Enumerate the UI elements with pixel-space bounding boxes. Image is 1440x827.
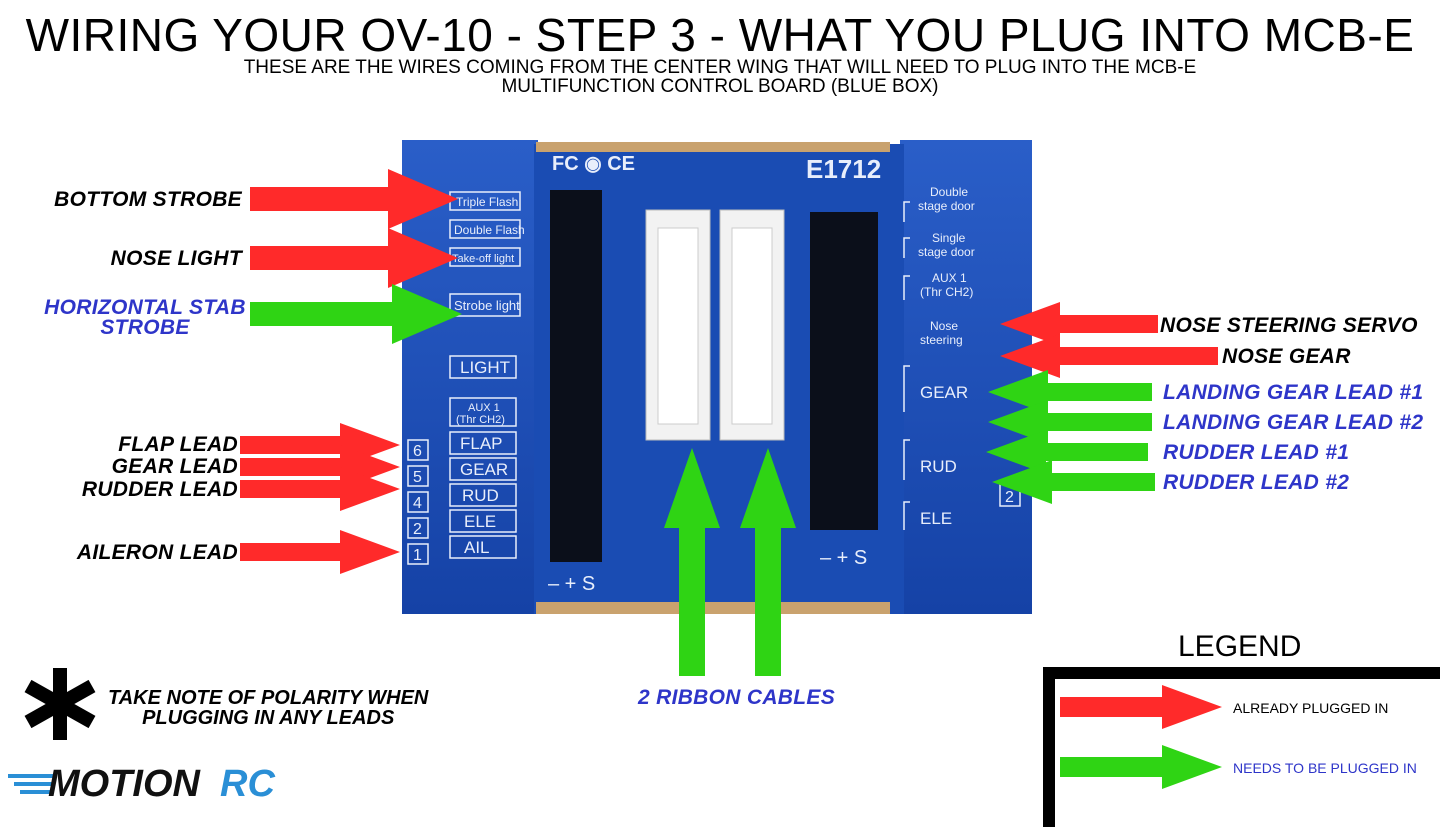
port-gear: GEAR bbox=[460, 460, 508, 479]
channel-2: 2 bbox=[413, 521, 422, 538]
label-horizontal-stab-1: HORIZONTAL STAB bbox=[44, 296, 246, 319]
label-gear-lead: GEAR LEAD bbox=[111, 455, 238, 478]
logo-text: MOTION bbox=[48, 763, 202, 804]
port-aux1: AUX 1 bbox=[468, 402, 500, 414]
motionrc-logo: MOTION RC bbox=[8, 763, 275, 804]
port-rud: RUD bbox=[462, 486, 499, 505]
subtitle-line-1: THESE ARE THE WIRES COMING FROM THE CENT… bbox=[243, 57, 1197, 78]
port-thr-ch2-right: (Thr CH2) bbox=[920, 285, 973, 299]
subtitle-line-2: MULTIFUNCTION CONTROL BOARD (BLUE BOX) bbox=[501, 76, 939, 97]
right-channel-2: 2 bbox=[1005, 489, 1014, 506]
label-landing-gear-2: LANDING GEAR LEAD #2 bbox=[1163, 411, 1424, 434]
label-bottom-strobe: BOTTOM STROBE bbox=[54, 188, 242, 211]
port-takeoff-light: Take-off light bbox=[452, 253, 514, 265]
port-flap: FLAP bbox=[460, 434, 503, 453]
legend-already-plugged: ALREADY PLUGGED IN bbox=[1233, 700, 1389, 716]
port-double-stage-2: stage door bbox=[918, 199, 975, 213]
port-gear-right: GEAR bbox=[920, 383, 968, 402]
label-nose-steering-servo: NOSE STEERING SERVO bbox=[1160, 314, 1418, 337]
port-thr-ch2: (Thr CH2) bbox=[456, 414, 505, 426]
page-title: WIRING YOUR OV-10 - STEP 3 - WHAT YOU PL… bbox=[25, 9, 1415, 61]
port-single-stage-2: stage door bbox=[918, 245, 975, 259]
port-ail: AIL bbox=[464, 538, 490, 557]
port-light: LIGHT bbox=[460, 358, 510, 377]
channel-5: 5 bbox=[413, 469, 422, 486]
label-rudder-lead-1: RUDDER LEAD #1 bbox=[1163, 441, 1350, 464]
legend-needs-plugging: NEEDS TO BE PLUGGED IN bbox=[1233, 760, 1417, 776]
port-rud-right: RUD bbox=[920, 457, 957, 476]
port-aux1-right: AUX 1 bbox=[932, 271, 967, 285]
port-strobe-light: Strobe light bbox=[454, 298, 520, 313]
port-ele: ELE bbox=[464, 512, 496, 531]
port-double-stage: Double bbox=[930, 185, 968, 199]
logo-rc: RC bbox=[220, 763, 275, 804]
label-rudder-lead-2: RUDDER LEAD #2 bbox=[1163, 471, 1350, 494]
asterisk-icon bbox=[24, 668, 96, 740]
label-nose-gear: NOSE GEAR bbox=[1222, 345, 1351, 368]
port-single-stage: Single bbox=[932, 231, 966, 245]
port-triple-flash: Triple Flash bbox=[456, 195, 518, 209]
label-ribbon-cables: 2 RIBBON CABLES bbox=[638, 686, 836, 709]
arrow-aileron-lead bbox=[240, 530, 400, 574]
label-rudder-lead: RUDDER LEAD bbox=[81, 478, 238, 501]
label-flap-lead: FLAP LEAD bbox=[118, 433, 238, 456]
channel-6: 6 bbox=[413, 443, 422, 460]
legend-title: LEGEND bbox=[1178, 630, 1302, 663]
polarity-note-line2: PLUGGING IN ANY LEADS bbox=[142, 707, 395, 729]
arrow-flap-lead bbox=[240, 423, 400, 467]
port-nose-steering: steering bbox=[920, 333, 963, 347]
channel-4: 4 bbox=[413, 495, 422, 512]
label-aileron-lead: AILERON LEAD bbox=[76, 541, 238, 564]
label-landing-gear-1: LANDING GEAR LEAD #1 bbox=[1163, 381, 1424, 404]
label-nose-light: NOSE LIGHT bbox=[110, 247, 242, 270]
polarity-note-line1: TAKE NOTE OF POLARITY WHEN bbox=[108, 687, 429, 709]
cert-logos: FC ◉ CE bbox=[552, 153, 635, 175]
mcb-e-control-board: Triple Flash Double Flash Take-off light… bbox=[402, 140, 1032, 614]
port-ele-right: ELE bbox=[920, 509, 952, 528]
channel-1: 1 bbox=[413, 547, 422, 564]
polarity-note: TAKE NOTE OF POLARITY WHEN PLUGGING IN A… bbox=[108, 688, 428, 728]
pin-legend-right: – + S bbox=[820, 547, 867, 569]
port-double-flash: Double Flash bbox=[454, 223, 525, 237]
pin-legend-left: – + S bbox=[548, 573, 595, 595]
arrow-rudder-lead bbox=[240, 467, 400, 511]
arrow-gear-lead bbox=[240, 445, 400, 489]
label-horizontal-stab-2: STROBE bbox=[100, 316, 190, 339]
port-nose: Nose bbox=[930, 319, 958, 333]
model-number: E1712 bbox=[806, 154, 881, 184]
legend-box bbox=[1043, 667, 1440, 827]
